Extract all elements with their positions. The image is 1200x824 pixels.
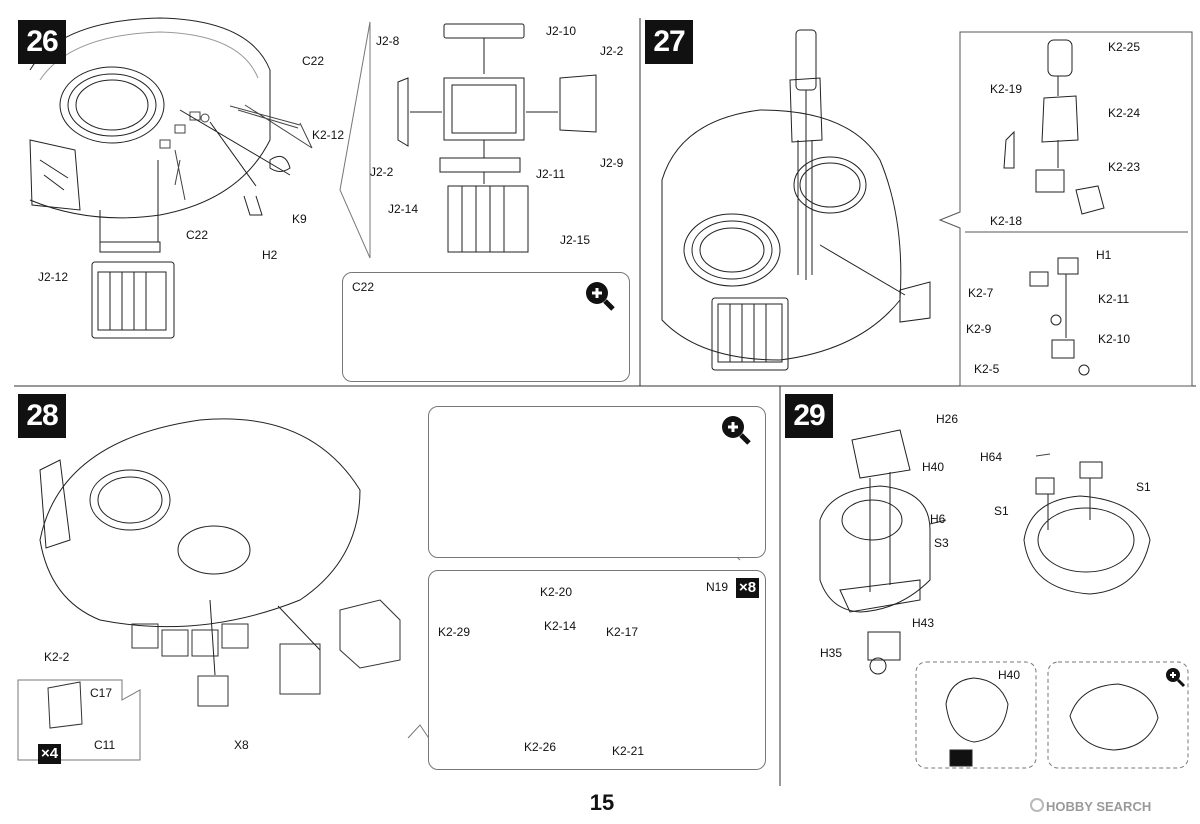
part-label-k2-7: K2-7 (968, 286, 994, 300)
part-label-k2-29: K2-29 (438, 625, 471, 639)
zoom-callout-c22 (342, 272, 630, 382)
part-label-h6: H6 (930, 512, 946, 526)
part-label-j2-8: J2-8 (376, 34, 400, 48)
part-label-h43: H43 (912, 616, 935, 630)
watermark: HOBBY SEARCH (1046, 799, 1152, 814)
quantity-badge: ×4 (38, 744, 62, 764)
part-label-k2-5: K2-5 (974, 362, 1000, 376)
part-label-k2-9: K2-9 (966, 322, 992, 336)
step-27-badge: 27 (645, 20, 693, 64)
part-label-h2: H2 (262, 248, 278, 262)
part-label-k2-26: K2-26 (524, 740, 557, 754)
part-label-c17: C17 (90, 686, 113, 700)
part-label-j2-10: J2-10 (546, 24, 577, 38)
zoom-icon (1166, 668, 1186, 688)
part-label-j2-11: J2-11 (536, 167, 566, 181)
part-label-k2-12: K2-12 (312, 128, 345, 142)
part-label-k2-10: K2-10 (1098, 332, 1131, 346)
step-28-badge: 28 (18, 394, 66, 438)
part-label-s1: S1 (994, 504, 1009, 518)
part-label-h26: H26 (936, 412, 959, 426)
part-label-s3: S3 (934, 536, 949, 550)
page-number: 15 (589, 790, 615, 815)
part-label-x8: X8 (234, 738, 249, 752)
part-label-c22: C22 (186, 228, 209, 242)
part-label-n19: N19 (706, 580, 729, 594)
part-label-k2-21: K2-21 (612, 744, 645, 758)
part-label-c11: C11 (94, 738, 116, 752)
part-label-k9: K9 (292, 212, 307, 226)
part-label-c22-callout: C22 (352, 280, 375, 294)
step-29-badge: 29 (785, 394, 833, 438)
zoom-icon (586, 282, 615, 311)
part-label-k2-17: K2-17 (606, 625, 639, 639)
part-label-j2-12: J2-12 (38, 270, 69, 284)
part-label-h40-detail: H40 (998, 668, 1021, 682)
step-26-badge: 26 (18, 20, 66, 64)
part-label-h1: H1 (1096, 248, 1112, 262)
part-label-h64: H64 (980, 450, 1003, 464)
part-label-k2-20: K2-20 (540, 585, 573, 599)
part-label-k2-14: K2-14 (544, 619, 577, 633)
part-label-j2-2: J2-2 (370, 165, 394, 179)
zoom-callout-28 (428, 406, 766, 558)
quantity-badge: ×8 (736, 578, 760, 598)
part-label-h40: H40 (922, 460, 945, 474)
part-label-j2-15: J2-15 (560, 233, 591, 247)
part-label-h35: H35 (820, 646, 843, 660)
part-label-j2-14: J2-14 (388, 202, 419, 216)
part-label-k2-24: K2-24 (1108, 106, 1141, 120)
zoom-icon (722, 416, 751, 445)
part-label-j2-9: J2-9 (600, 156, 624, 170)
part-label-k2-11: K2-11 (1098, 292, 1130, 306)
part-label-k2-19: K2-19 (990, 82, 1023, 96)
part-label-c22: C22 (302, 54, 325, 68)
part-label-k2-2: K2-2 (44, 650, 70, 664)
part-label-j2-2: J2-2 (600, 44, 624, 58)
watermark-logo-icon (1030, 798, 1044, 812)
part-label-k2-25: K2-25 (1108, 40, 1141, 54)
part-label-k2-23: K2-23 (1108, 160, 1141, 174)
part-label-s1: S1 (1136, 480, 1151, 494)
detail-callout-28 (428, 570, 766, 770)
part-label-k2-18: K2-18 (990, 214, 1023, 228)
